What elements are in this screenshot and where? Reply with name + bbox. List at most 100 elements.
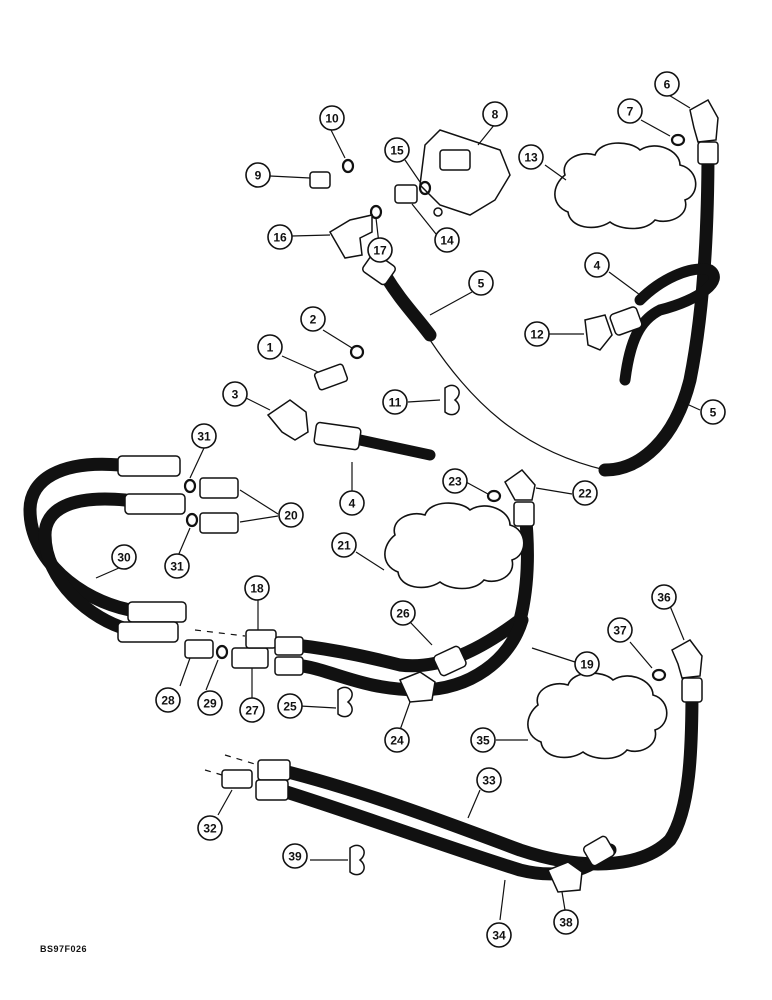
fitting-1 (313, 363, 349, 391)
callout-circle (267, 224, 293, 250)
callout-25: 25 (277, 693, 303, 719)
hose-30-upper (23, 457, 137, 617)
leader-6 (666, 93, 691, 109)
hose-30-lower-fitting (124, 493, 186, 515)
callout-label: 16 (273, 231, 287, 245)
callout-circle (476, 767, 502, 793)
callout-18: 18 (244, 575, 270, 601)
callout-label: 17 (373, 244, 387, 258)
callout-label: 12 (530, 328, 544, 342)
callout-9: 9 (245, 162, 271, 188)
callout-circle (442, 468, 468, 494)
elbow-16 (328, 214, 373, 259)
callout-11: 11 (382, 389, 408, 415)
leader-14 (411, 203, 437, 235)
leader-8 (477, 123, 496, 146)
callout-circle (155, 687, 181, 713)
callout-label: 3 (232, 388, 239, 402)
callout-5: 5 (468, 270, 494, 296)
callout-31: 31 (164, 553, 190, 579)
callout-circle (367, 237, 393, 263)
adapter-18 (245, 629, 277, 649)
callout-circle (572, 480, 598, 506)
hose-30-bottom-lower-fitting (117, 621, 179, 643)
callout-circle (607, 617, 633, 643)
callout-14: 14 (434, 227, 460, 253)
tee-27 (231, 647, 269, 669)
hose-34 (273, 783, 617, 881)
callout-label: 27 (245, 704, 259, 718)
callout-circle (617, 98, 643, 124)
connection-hint-32 (204, 769, 223, 776)
callout-label: 1 (267, 341, 274, 355)
cloud-21 (384, 502, 525, 590)
hose-4-loop-fitting (609, 306, 643, 336)
callout-24: 24 (384, 727, 410, 753)
callout-circle (277, 693, 303, 719)
cloud-35 (527, 672, 668, 760)
callout-circle (331, 532, 357, 558)
clip-39 (349, 844, 365, 876)
callout-label: 35 (476, 734, 490, 748)
callout-circle (654, 71, 680, 97)
callout-16: 16 (267, 224, 293, 250)
leader-3 (245, 397, 271, 411)
leader-24 (399, 701, 411, 731)
hose-34-right-fitting (582, 835, 616, 867)
clip-11 (444, 384, 460, 416)
callout-4: 4 (584, 252, 610, 278)
hose-33-top-fitting (681, 677, 703, 703)
leader-37 (629, 641, 653, 669)
callout-3: 3 (222, 381, 248, 407)
leader-9 (269, 175, 311, 179)
callout-29: 29 (197, 690, 223, 716)
callout-label: 25 (283, 700, 297, 714)
oring-10 (341, 158, 355, 174)
hose-19-left-fitting (274, 656, 304, 676)
callout-label: 39 (288, 850, 302, 864)
hose-19-right-fitting (433, 645, 467, 677)
callout-2: 2 (300, 306, 326, 332)
callout-label: 2 (310, 313, 317, 327)
callout-7: 7 (617, 98, 643, 124)
plug-9 (309, 171, 331, 189)
oring-31-upper (183, 478, 197, 494)
hose-26-top-fitting (513, 501, 535, 527)
adapter-20-lower (199, 512, 239, 534)
callout-32: 32 (197, 815, 223, 841)
callout-circle (486, 922, 512, 948)
adapter-14 (394, 184, 418, 204)
connection-hint-33 (224, 754, 259, 766)
clouds (384, 142, 697, 760)
callout-label: 6 (664, 78, 671, 92)
callout-label: 9 (255, 169, 262, 183)
connection-hint-18 (194, 629, 246, 637)
callout-28: 28 (155, 687, 181, 713)
callout-circle (282, 843, 308, 869)
leader-25 (299, 705, 337, 709)
reference-code: BS97F026 (40, 944, 88, 954)
callout-circle (197, 690, 223, 716)
callout-label: 31 (197, 430, 211, 444)
oring-31-lower (185, 512, 199, 528)
callout-label: 34 (492, 929, 506, 943)
callout-label: 30 (117, 551, 131, 565)
hose-33-left-fitting (257, 759, 291, 781)
callout-label: 8 (492, 108, 499, 122)
callout-label: 19 (580, 658, 594, 672)
callout-label: 5 (478, 277, 485, 291)
callout-label: 28 (161, 694, 175, 708)
leader-21 (355, 551, 385, 571)
callout-21: 21 (331, 532, 357, 558)
cloud-13 (554, 142, 697, 230)
callout-23: 23 (442, 468, 468, 494)
callout-31: 31 (191, 423, 217, 449)
leader-31a (189, 447, 205, 479)
leader-34 (499, 879, 506, 921)
callout-label: 24 (390, 734, 404, 748)
callout-circle (384, 137, 410, 163)
callout-label: 22 (578, 487, 592, 501)
valve-body-8 (419, 129, 511, 216)
callout-circle (339, 490, 365, 516)
callout-17: 17 (367, 237, 393, 263)
